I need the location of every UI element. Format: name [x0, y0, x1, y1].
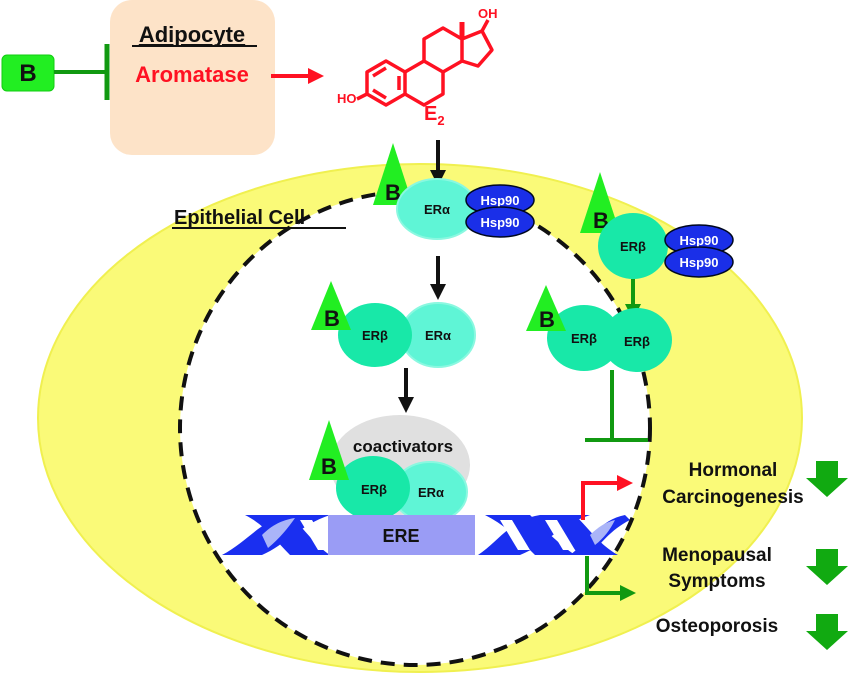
er-alpha-label: ERα — [418, 485, 444, 500]
transcription-red-arrow — [581, 475, 633, 520]
aromatase-label: Aromatase — [135, 62, 249, 87]
outcome-hormonal-carcinogenesis: Hormonal Carcinogenesis — [662, 460, 848, 508]
inhibitor-b-triangle-label: B — [321, 454, 337, 479]
hsp90-label: Hsp90 — [679, 233, 718, 248]
outcome-label-line1: Hormonal — [689, 460, 778, 481]
decrease-arrow-icon — [806, 614, 848, 650]
estradiol-ho-left: HO — [337, 91, 357, 106]
inhibitor-b-triangle — [526, 285, 566, 331]
estradiol-name: E — [424, 103, 437, 125]
adipocyte-box — [110, 0, 275, 155]
decrease-arrow-icon — [806, 549, 848, 585]
inhibitor-b-triangle — [580, 172, 620, 233]
outcome-label-line1: Menopausal — [662, 545, 772, 566]
cytoplasm-er-beta-complex: B ERβ Hsp90 Hsp90 — [580, 172, 734, 279]
heterodimer-complex: ERβ ERα B — [311, 281, 476, 368]
outcome-menopausal-symptoms: Menopausal Symptoms — [662, 545, 848, 592]
inhibitor-b-triangle-label: B — [385, 180, 401, 205]
estradiol-subscript: 2 — [437, 113, 444, 128]
homodimer-complex: ERβ ERβ B — [526, 285, 672, 372]
outcome-label-line1: Osteoporosis — [656, 616, 778, 637]
hsp90-label: Hsp90 — [679, 255, 718, 270]
decrease-arrow-icon — [806, 461, 848, 497]
coactivator-complex: coactivators ERβ ERα B — [309, 415, 470, 523]
estradiol-oh-top: OH — [478, 6, 498, 21]
inhibitor-b-triangle — [311, 281, 351, 330]
estradiol-e2-label: E2 — [424, 103, 445, 128]
er-beta-node — [547, 305, 621, 371]
dna-helix — [222, 515, 630, 555]
inhibitor-b-triangle-label: B — [539, 307, 555, 332]
coactivators-label: coactivators — [353, 437, 453, 456]
cytoplasm-er-alpha-complex: B ERα Hsp90 Hsp90 — [373, 143, 535, 240]
er-beta-label: ERβ — [624, 334, 650, 349]
hsp90-label: Hsp90 — [480, 193, 519, 208]
er-beta-node — [336, 456, 410, 520]
adipocyte-title: Adipocyte — [139, 22, 245, 47]
er-beta-node — [338, 303, 412, 367]
ere-box — [328, 515, 475, 555]
er-beta-node — [602, 308, 672, 372]
outcome-label-line2: Symptoms — [668, 571, 765, 592]
er-beta-label: ERβ — [620, 239, 646, 254]
er-beta-label: ERβ — [361, 482, 387, 497]
er-beta-label: ERβ — [362, 328, 388, 343]
er-beta-label: ERβ — [571, 331, 597, 346]
outcome-label-line2: Carcinogenesis — [662, 487, 804, 508]
estradiol-structure — [356, 19, 494, 107]
hsp90-node — [465, 206, 535, 238]
inhibitor-b-label: B — [19, 60, 36, 87]
hsp90-node — [664, 246, 734, 278]
inhibitor-b-triangle — [373, 143, 413, 205]
inhibitor-b-triangle-label: B — [324, 306, 340, 331]
er-beta-node — [598, 213, 668, 279]
epithelial-cell-title: Epithelial Cell — [174, 207, 305, 229]
er-alpha-label: ERα — [424, 202, 450, 217]
transcription-green-arrow — [585, 556, 636, 601]
inhibitor-b-triangle — [309, 420, 349, 480]
er-alpha-label: ERα — [425, 328, 451, 343]
hsp90-label: Hsp90 — [480, 215, 519, 230]
outcome-osteoporosis: Osteoporosis — [656, 614, 848, 650]
ere-label: ERE — [382, 526, 419, 546]
